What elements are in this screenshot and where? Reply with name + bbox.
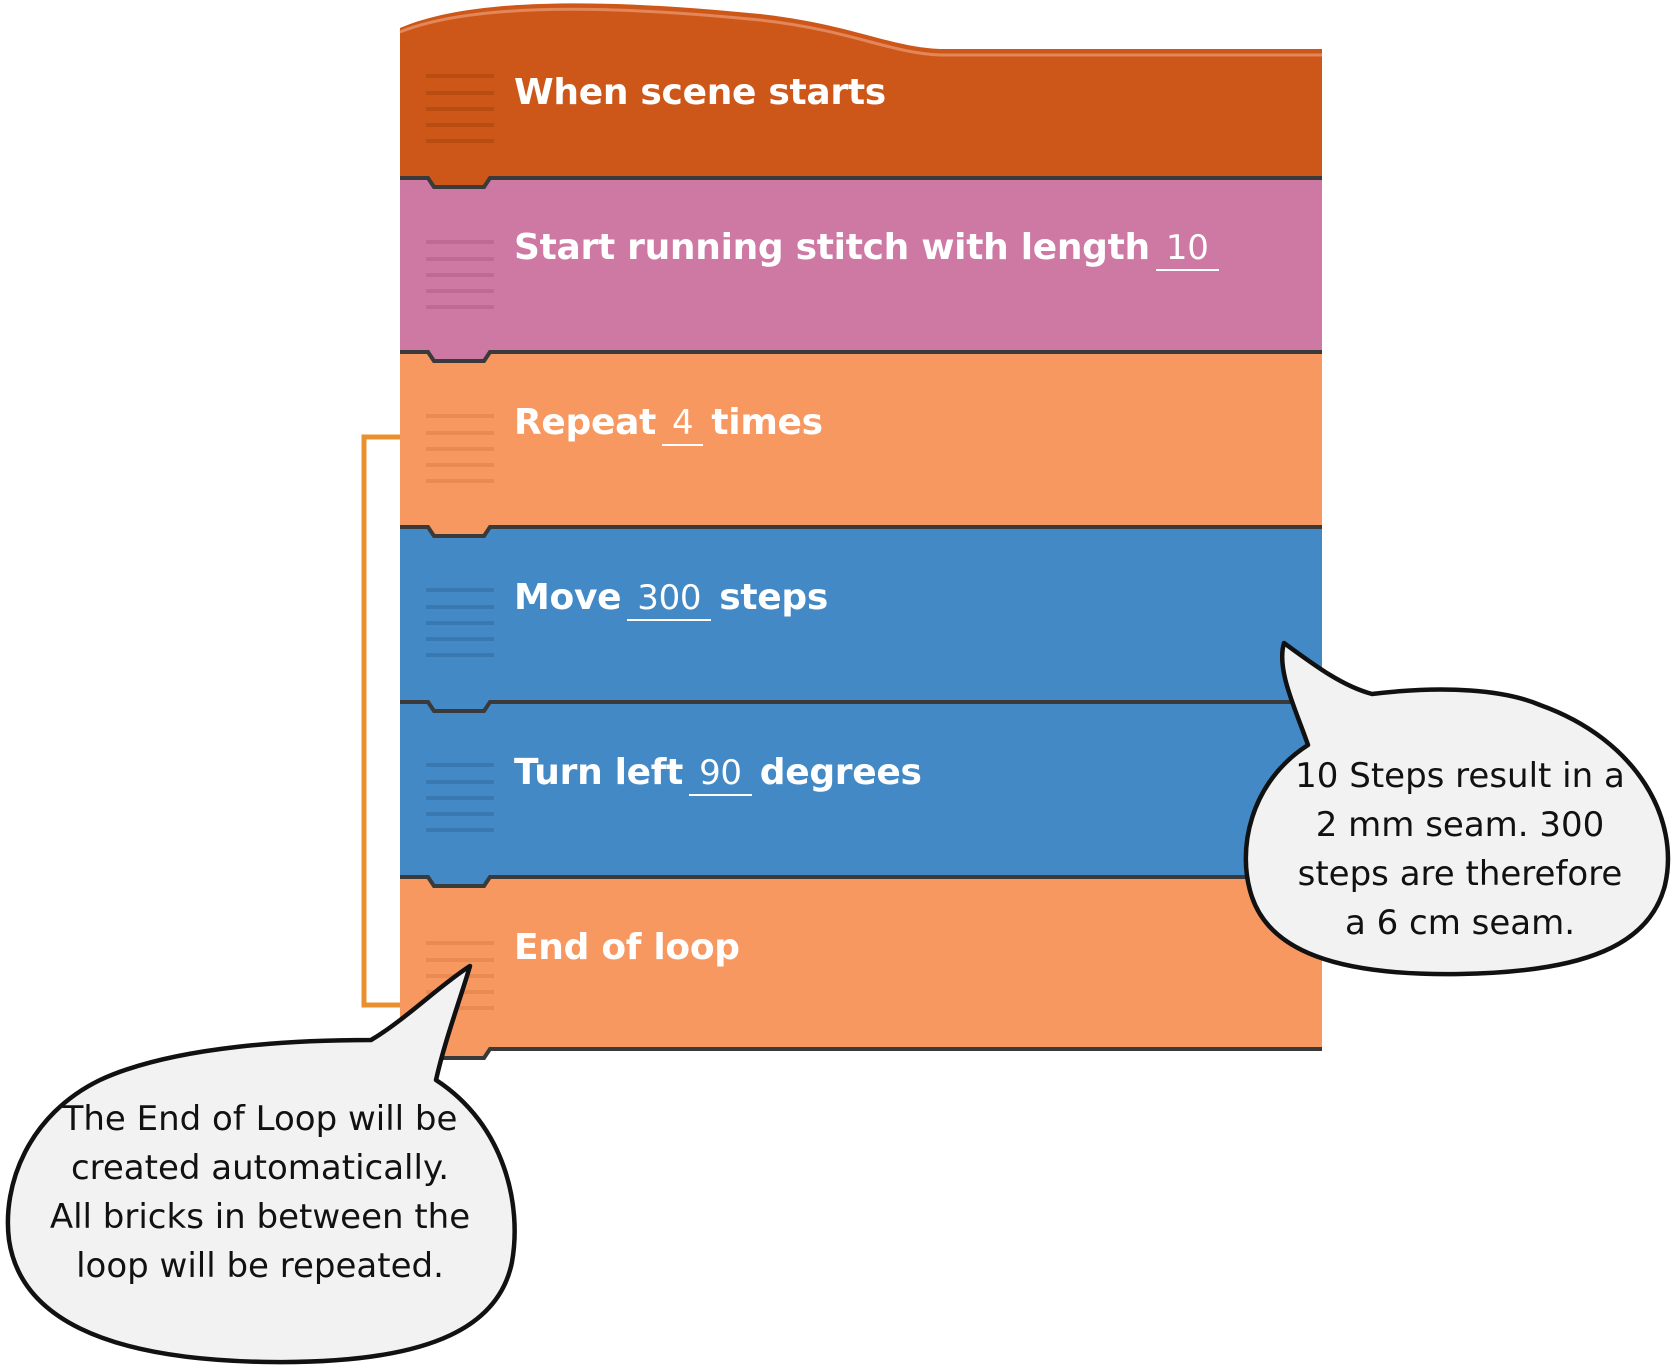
callout-line: created automatically. [70,1148,450,1188]
callout-line: All bricks in between the [49,1197,471,1237]
drag-handle-icon[interactable] [426,763,494,832]
callout-line: loop will be repeated. [76,1246,444,1286]
callout-line: steps are therefore [1297,854,1623,894]
brick-text: Repeat [514,402,657,443]
move-steps-field[interactable]: 300 [627,581,712,621]
brick-turn-left[interactable] [400,702,1322,888]
brick-text: When scene starts [514,72,886,113]
drag-handle-icon[interactable] [426,414,494,483]
brick-move[interactable] [400,527,1322,713]
brick-text: steps [719,577,829,618]
drag-handle-icon[interactable] [426,240,494,309]
drag-handle-icon[interactable] [426,74,494,143]
callout-line: 10 Steps result in a [1295,756,1625,796]
stitch-length-field[interactable]: 10 [1155,231,1219,271]
callout-line: 2 mm seam. 300 [1315,805,1605,845]
brick-label-end-of-loop: End of loop [514,930,740,966]
repeat-count-field[interactable]: 4 [662,406,704,446]
brick-end-of-loop[interactable] [400,877,1322,1060]
brick-text: End of loop [514,927,740,968]
turn-degrees-field[interactable]: 90 [689,756,752,796]
brick-text: Move [514,577,622,618]
brick-text: Turn left [514,752,684,793]
brick-text: Start running stitch with length [514,227,1150,268]
brick-start-running-stitch[interactable] [400,178,1322,363]
callout-line: a 6 cm seam. [1344,903,1576,943]
brick-text: times [711,402,823,443]
speech-bubble-steps [1243,640,1671,977]
callout-line: The End of Loop will be [62,1099,458,1139]
brick-when-scene-starts[interactable] [399,3,1322,189]
brick-label-when-scene-starts: When scene starts [514,75,886,111]
drag-handle-icon[interactable] [426,588,494,657]
callout-loop-text: The End of Loop will be created automati… [10,1095,510,1291]
brick-repeat[interactable] [400,352,1322,538]
brick-text: degrees [759,752,922,793]
callout-steps-text: 10 Steps result in a 2 mm seam. 300 step… [1260,752,1660,948]
speech-bubble-loop [5,963,517,1365]
loop-bracket [361,434,400,1008]
